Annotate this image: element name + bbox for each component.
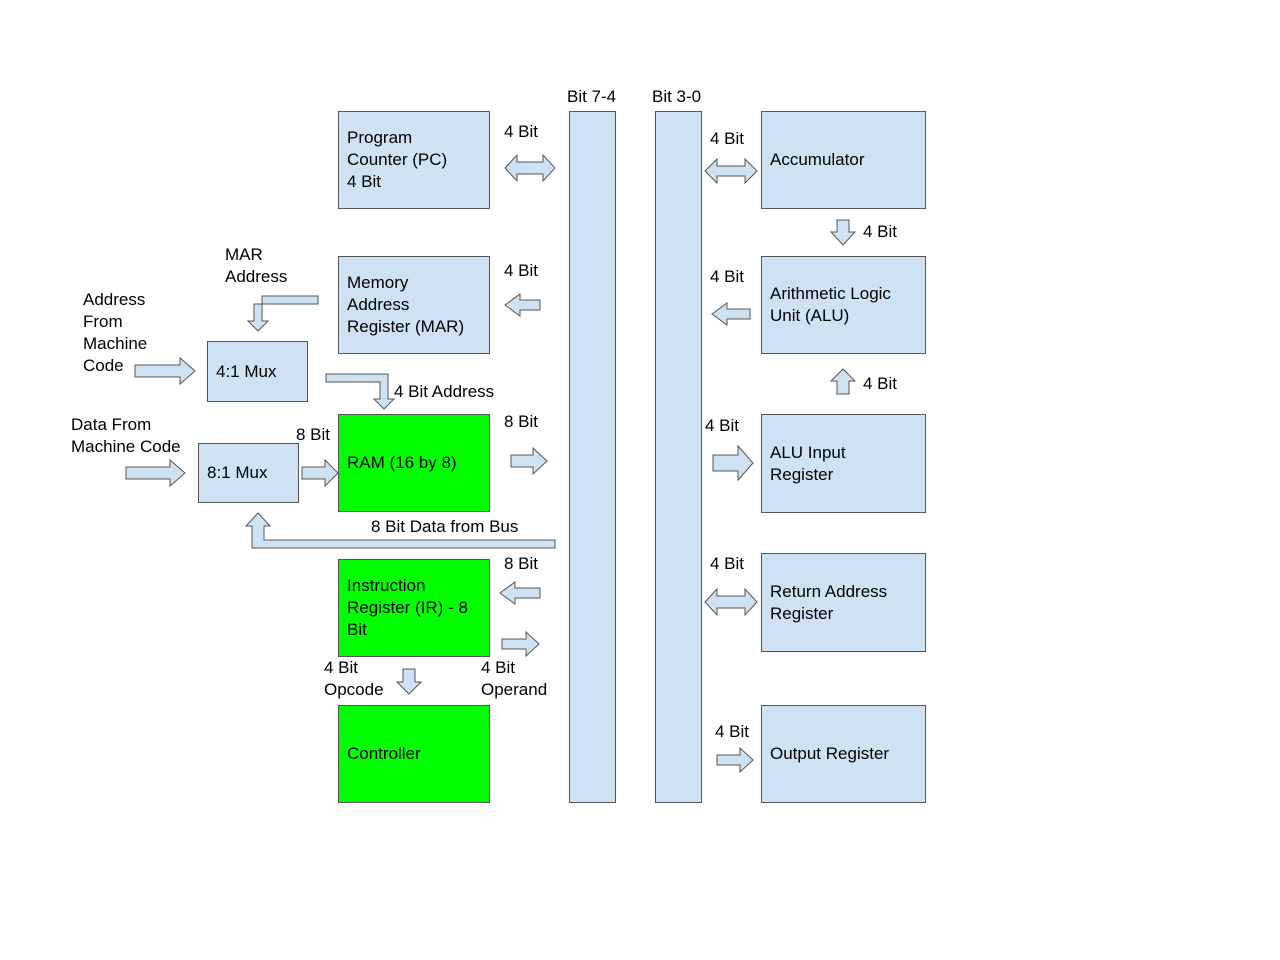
mar-address-label: MAR Address <box>225 245 288 286</box>
bus-mar-arrow <box>504 293 541 317</box>
opcode-label: 4 Bit Opcode <box>324 658 384 699</box>
opcode-arrow <box>395 668 423 695</box>
address-from-machine-code-label: Address From Machine Code <box>83 290 148 375</box>
bus-high-label: Bit 7-4 <box>567 87 617 106</box>
bus-ir-arrow <box>499 581 541 605</box>
aluin-bus-label: 4 Bit <box>705 416 740 435</box>
address-in-arrow <box>134 356 196 386</box>
ram-block: RAM (16 by 8) <box>338 414 490 512</box>
acc-alu-arrow <box>829 219 857 246</box>
aluin-alu-arrow <box>829 368 857 395</box>
bus-low-label: Bit 3-0 <box>652 87 702 106</box>
data-from-bus-label: 8 Bit Data from Bus <box>371 517 519 536</box>
bus-out-arrow <box>716 746 754 774</box>
output-register-block: Output Register <box>761 705 926 803</box>
out-bus-label: 4 Bit <box>715 722 750 741</box>
mux-ram-address-arrow <box>325 373 396 410</box>
alu-bus-label: 4 Bit <box>710 267 745 286</box>
alu-input-register-block: ALU Input Register <box>761 414 926 513</box>
mux-to-ram-arrow <box>301 458 339 488</box>
mar-address-arrow <box>246 295 319 332</box>
ret-bus-label: 4 Bit <box>710 554 745 573</box>
pc-bus-arrow <box>504 153 556 183</box>
mux-4to1-block: 4:1 Mux <box>207 341 308 402</box>
bus-low <box>655 111 702 803</box>
acc-alu-label: 4 Bit <box>863 222 898 241</box>
acc-bus-label: 4 Bit <box>710 129 745 148</box>
instruction-register-block: Instruction Register (IR) - 8 Bit <box>338 559 490 657</box>
aluin-alu-label: 4 Bit <box>863 374 898 393</box>
data-from-machine-code-label: Data From Machine Code <box>71 415 181 456</box>
ram-bus-label: 8 Bit <box>504 412 539 431</box>
mar-bus-label: 4 Bit <box>504 261 539 280</box>
accumulator-block: Accumulator <box>761 111 926 209</box>
alu-bus-arrow <box>711 302 751 326</box>
alu-block: Arithmetic Logic Unit (ALU) <box>761 256 926 354</box>
pc-bus-label: 4 Bit <box>504 122 539 141</box>
bus-to-mux-arrow <box>244 512 556 549</box>
mar-block: Memory Address Register (MAR) <box>338 256 490 354</box>
operand-label: 4 Bit Operand <box>481 658 548 699</box>
bus-high <box>569 111 616 803</box>
four-bit-address-label: 4 Bit Address <box>394 382 495 401</box>
return-address-register-block: Return Address Register <box>761 553 926 652</box>
acc-bus-arrow <box>704 157 758 185</box>
bus-aluin-arrow <box>712 444 754 482</box>
ir-bus-label: 8 Bit <box>504 554 539 573</box>
controller-block: Controller <box>338 705 490 803</box>
program-counter-block: Program Counter (PC) 4 Bit <box>338 111 490 209</box>
data-in-arrow <box>125 458 186 488</box>
mux-8to1-block: 8:1 Mux <box>198 443 299 503</box>
mux-ram-label: 8 Bit <box>296 425 331 444</box>
ret-bus-arrow <box>704 587 758 617</box>
ir-bus-arrow <box>501 630 540 658</box>
ram-bus-arrow <box>510 446 548 476</box>
